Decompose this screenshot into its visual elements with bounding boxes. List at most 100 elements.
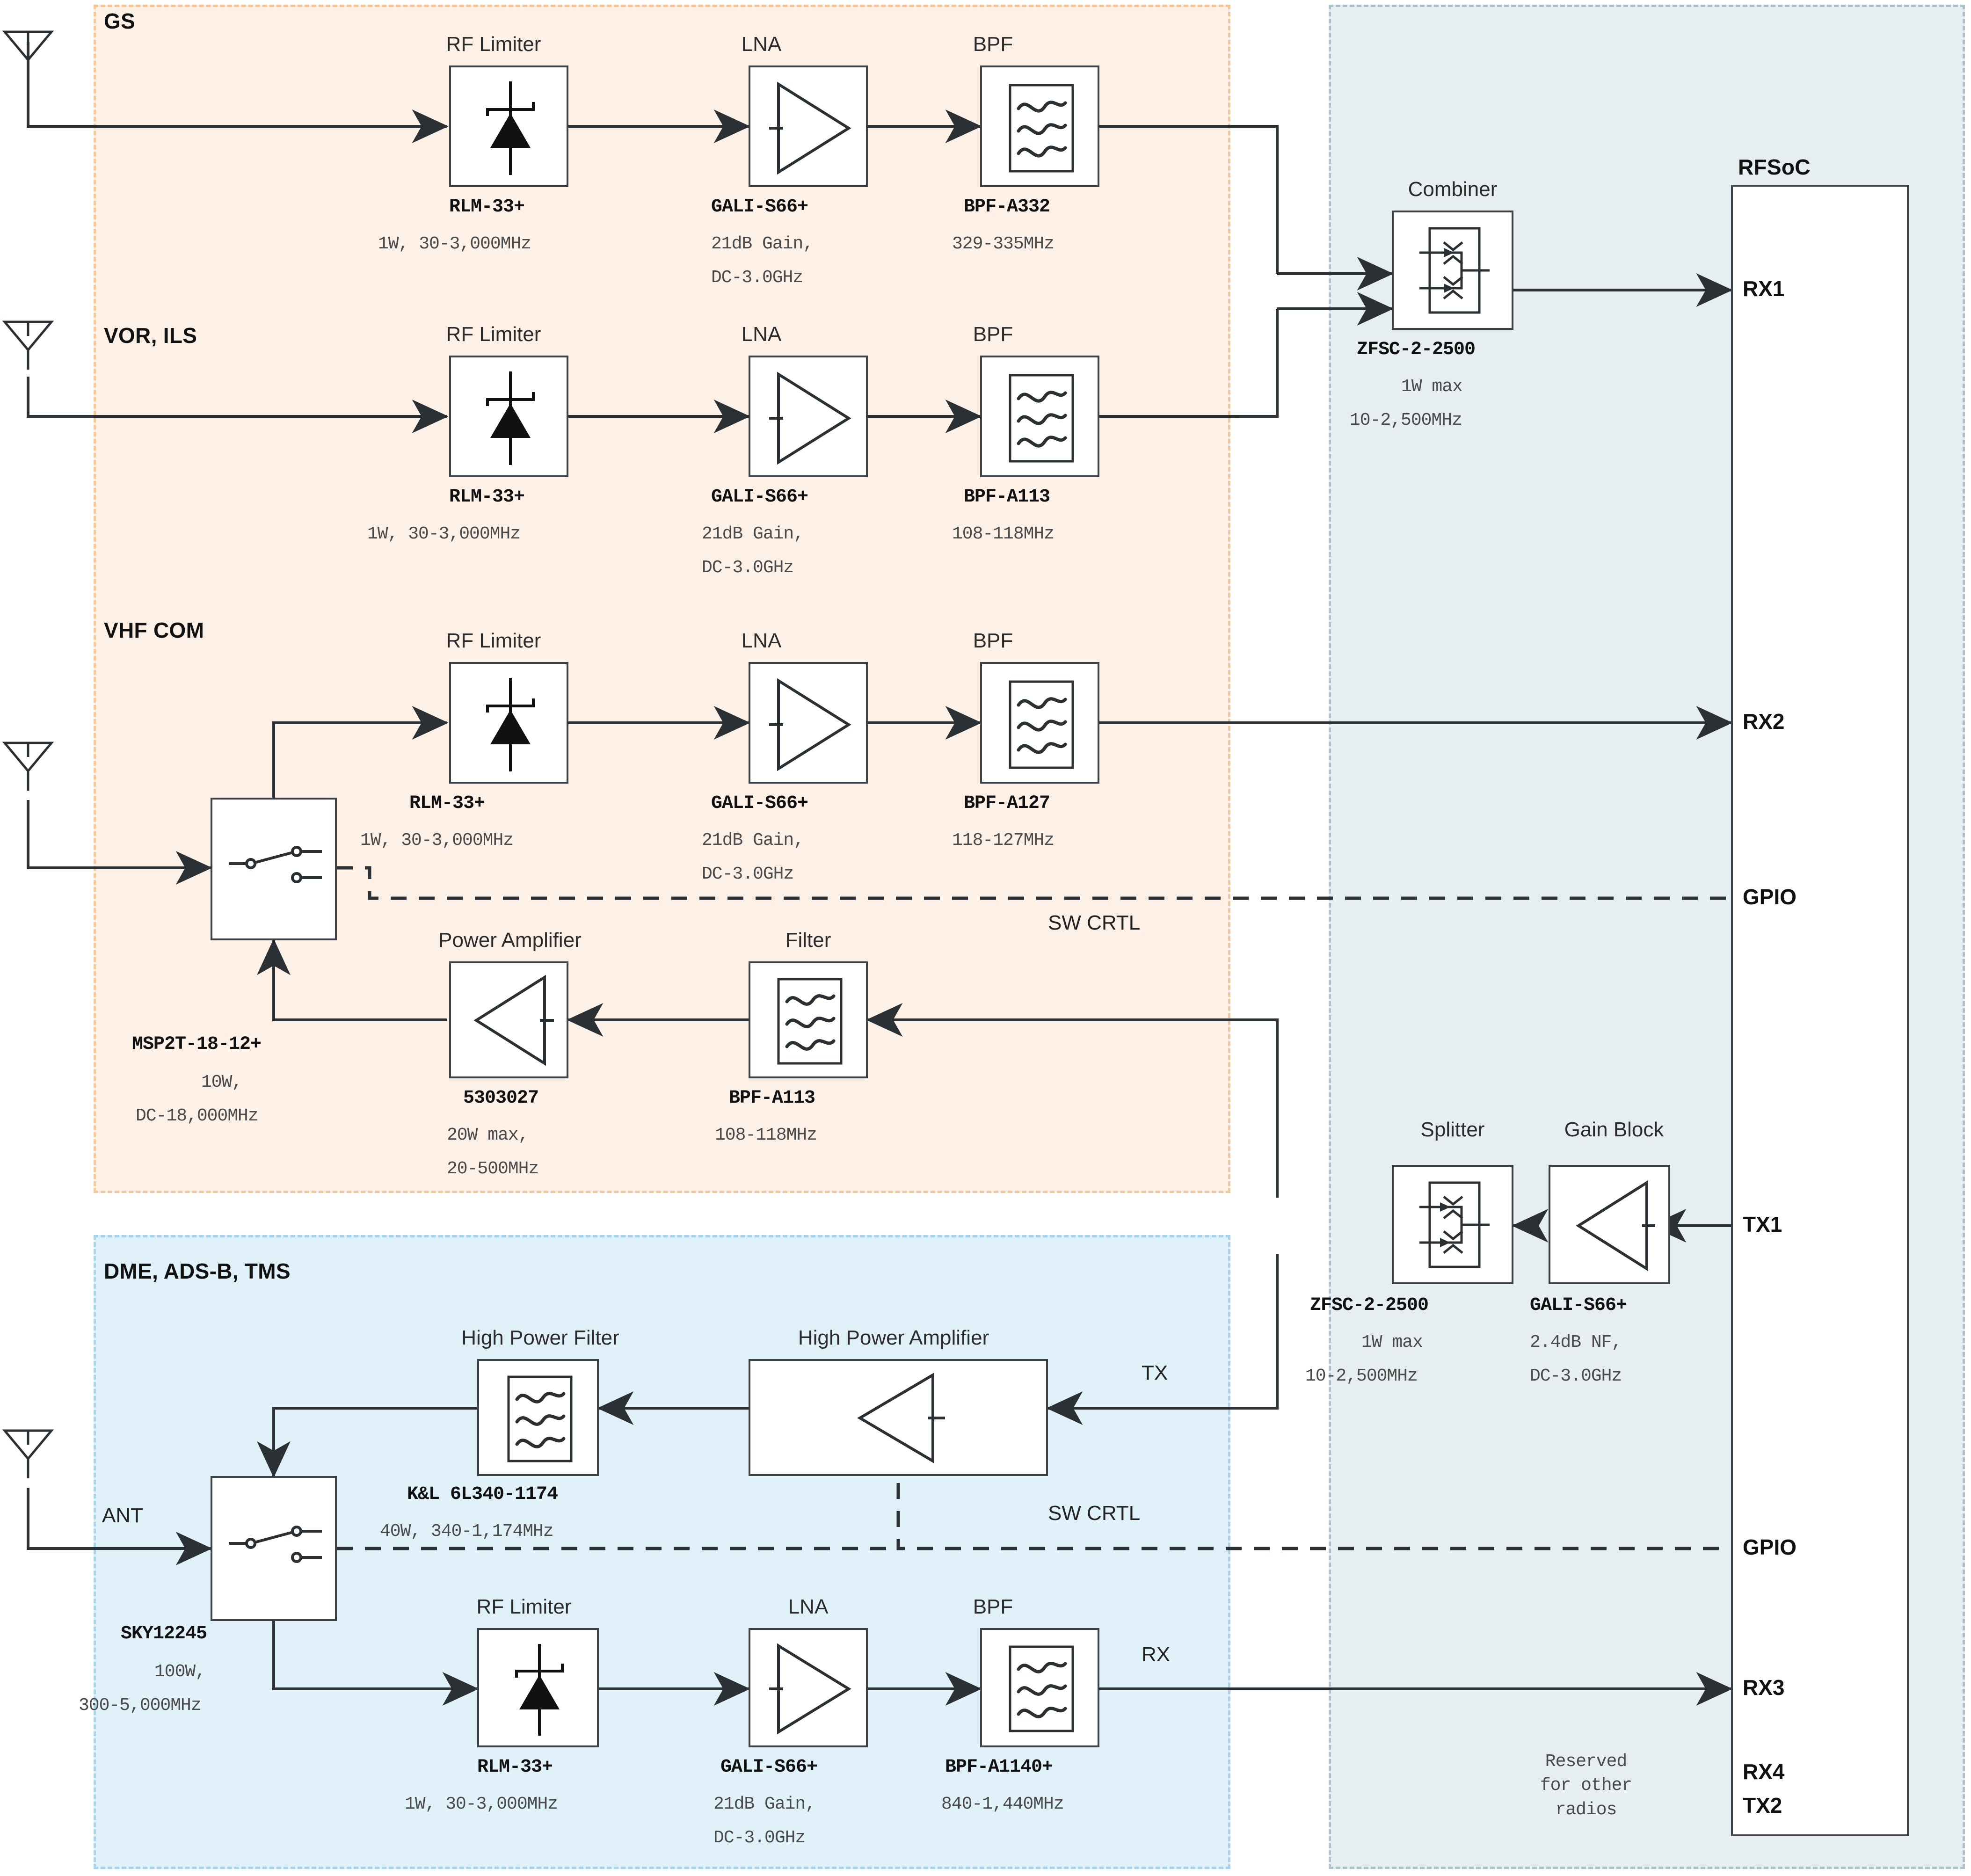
amplifier-triangle-icon bbox=[769, 1643, 851, 1735]
vor-limiter-title: RF Limiter bbox=[446, 323, 541, 346]
antenna-gs-icon bbox=[2, 30, 54, 80]
vhf-limiter-title: RF Limiter bbox=[446, 629, 541, 652]
dme-switch-pn: SKY12245 bbox=[121, 1623, 207, 1644]
dme-high-power-filter-block[interactable] bbox=[477, 1359, 599, 1476]
gs-lna-pn: GALI-S66+ bbox=[711, 196, 808, 218]
zone-label-dme: DME, ADS-B, TMS bbox=[104, 1259, 291, 1283]
vhf-filter-block[interactable] bbox=[749, 961, 868, 1078]
bandpass-filter-icon bbox=[1009, 84, 1074, 173]
vhf-lna-spec-1: DC-3.0GHz bbox=[702, 864, 794, 884]
dme-hpf-spec-0: 40W, 340-1,174MHz bbox=[380, 1521, 554, 1542]
vhf-bpf-spec-0: 118-127MHz bbox=[952, 830, 1055, 851]
rfsoc-port-tx1: TX1 bbox=[1743, 1212, 1782, 1236]
vhf-lna-pn: GALI-S66+ bbox=[711, 793, 808, 814]
limiter-diode-icon bbox=[515, 1644, 564, 1736]
gs-lna-title: LNA bbox=[741, 33, 782, 56]
rfsoc-port-rx4: RX4 bbox=[1743, 1760, 1785, 1784]
vhf-sw-ctrl-label: SW CRTL bbox=[1048, 911, 1141, 934]
gain-block-pn: GALI-S66+ bbox=[1530, 1295, 1627, 1316]
combiner-title: Combiner bbox=[1408, 178, 1498, 201]
limiter-diode-icon bbox=[486, 81, 535, 175]
amplifier-triangle-icon bbox=[769, 81, 851, 175]
bandpass-filter-icon bbox=[1009, 680, 1074, 769]
vhf-pa-spec-1: 20-500MHz bbox=[447, 1159, 539, 1179]
dme-bpf-spec-0: 840-1,440MHz bbox=[941, 1794, 1064, 1814]
vor-lna-spec-1: DC-3.0GHz bbox=[702, 558, 794, 578]
vhf-rf-limiter-block[interactable] bbox=[449, 662, 568, 784]
dme-limiter-spec-0: 1W, 30-3,000MHz bbox=[405, 1794, 558, 1814]
bandpass-filter-icon bbox=[1009, 1645, 1074, 1732]
vhf-com-switch-block[interactable] bbox=[211, 798, 337, 940]
vhf-lna-title: LNA bbox=[741, 629, 782, 652]
dme-hpa-title: High Power Amplifier bbox=[798, 1326, 989, 1349]
vhf-lna-block[interactable] bbox=[749, 662, 868, 784]
gs-lna-spec-0: 21dB Gain, bbox=[711, 234, 814, 254]
bandpass-filter-icon bbox=[1009, 374, 1074, 463]
dme-bpf-block[interactable] bbox=[980, 1628, 1099, 1747]
bandpass-filter-icon bbox=[777, 978, 843, 1065]
vor-limiter-spec-0: 1W, 30-3,000MHz bbox=[367, 524, 521, 544]
gs-rf-limiter-block[interactable] bbox=[449, 65, 568, 187]
vhf-filter-spec-0: 108-118MHz bbox=[715, 1125, 817, 1145]
vor-limiter-pn: RLM-33+ bbox=[449, 487, 525, 508]
vhf-filter-title: Filter bbox=[785, 929, 831, 952]
gs-bpf-block[interactable] bbox=[980, 65, 1099, 187]
gs-lna-spec-1: DC-3.0GHz bbox=[711, 268, 803, 288]
gs-limiter-spec-0: 1W, 30-3,000MHz bbox=[378, 234, 531, 254]
splitter-icon bbox=[1419, 1181, 1490, 1268]
combiner-block[interactable] bbox=[1392, 211, 1513, 330]
vor-lna-pn: GALI-S66+ bbox=[711, 487, 808, 508]
dme-hpf-title: High Power Filter bbox=[461, 1326, 619, 1349]
rfsoc-reserved-line-1: for other bbox=[1540, 1775, 1632, 1796]
vhf-switch-spec-1: DC-18,000MHz bbox=[136, 1106, 259, 1126]
amplifier-triangle-icon bbox=[769, 678, 851, 771]
vhf-pa-title: Power Amplifier bbox=[438, 929, 582, 952]
gain-block[interactable] bbox=[1549, 1165, 1670, 1284]
vhf-limiter-spec-0: 1W, 30-3,000MHz bbox=[360, 830, 514, 851]
rfsoc-port-rx1: RX1 bbox=[1743, 276, 1785, 301]
dme-tx-label: TX bbox=[1142, 1361, 1168, 1384]
dme-high-power-amplifier-block[interactable] bbox=[749, 1359, 1048, 1476]
antenna-dme-icon bbox=[2, 1429, 54, 1478]
vhf-pa-spec-0: 20W max, bbox=[447, 1125, 529, 1145]
dme-bpf-title: BPF bbox=[973, 1595, 1013, 1618]
dme-switch-spec-0: 100W, bbox=[154, 1662, 206, 1682]
rfsoc-reserved-line-0: Reserved bbox=[1545, 1752, 1627, 1772]
limiter-diode-icon bbox=[486, 371, 535, 465]
vor-bpf-block[interactable] bbox=[980, 356, 1099, 477]
gain-block-spec-0: 2.4dB NF, bbox=[1530, 1332, 1622, 1352]
rfsoc-reserved-line-2: radios bbox=[1555, 1799, 1617, 1820]
dme-switch-block[interactable] bbox=[211, 1476, 337, 1621]
vor-bpf-pn: BPF-A113 bbox=[964, 487, 1050, 508]
splitter-spec-1: 10-2,500MHz bbox=[1305, 1366, 1418, 1386]
vor-bpf-spec-0: 108-118MHz bbox=[952, 524, 1055, 544]
vor-lna-spec-0: 21dB Gain, bbox=[702, 524, 804, 544]
gs-lna-block[interactable] bbox=[749, 65, 868, 187]
rfsoc-port-rx3: RX3 bbox=[1743, 1675, 1785, 1700]
vhf-power-amplifier-block[interactable] bbox=[449, 961, 568, 1078]
combiner-icon bbox=[1419, 227, 1490, 314]
zone-label-gs: GS bbox=[104, 9, 136, 33]
spdt-switch-icon bbox=[229, 846, 322, 883]
vor-lna-block[interactable] bbox=[749, 356, 868, 477]
amplifier-triangle-icon bbox=[769, 371, 851, 465]
spdt-switch-icon bbox=[229, 1526, 322, 1563]
vor-bpf-title: BPF bbox=[973, 323, 1013, 346]
gs-limiter-pn: RLM-33+ bbox=[449, 196, 525, 218]
dme-lna-spec-1: DC-3.0GHz bbox=[713, 1828, 806, 1848]
dme-lna-title: LNA bbox=[788, 1595, 829, 1618]
dme-lna-pn: GALI-S66+ bbox=[720, 1757, 818, 1778]
rfsoc-block[interactable] bbox=[1731, 185, 1909, 1836]
zone-label-vor-ils: VOR, ILS bbox=[104, 323, 197, 348]
vhf-bpf-block[interactable] bbox=[980, 662, 1099, 784]
dme-rf-limiter-block[interactable] bbox=[477, 1628, 599, 1747]
gs-bpf-title: BPF bbox=[973, 33, 1013, 56]
dme-lna-block[interactable] bbox=[749, 1628, 868, 1747]
splitter-block[interactable] bbox=[1392, 1165, 1513, 1284]
zone-label-vhf-com: VHF COM bbox=[104, 618, 204, 642]
vor-rf-limiter-block[interactable] bbox=[449, 356, 568, 477]
gain-block-title: Gain Block bbox=[1564, 1118, 1664, 1141]
vor-lna-title: LNA bbox=[741, 323, 782, 346]
splitter-title: Splitter bbox=[1420, 1118, 1485, 1141]
